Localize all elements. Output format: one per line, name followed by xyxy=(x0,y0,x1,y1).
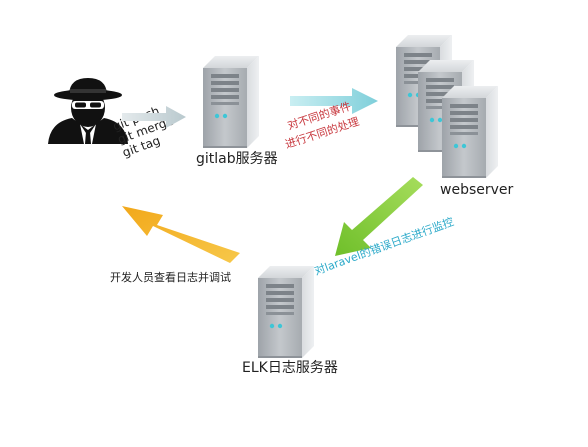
gitlab-server-label: gitlab服务器 xyxy=(196,151,278,167)
debug-note: 开发人员查看日志并调试 xyxy=(110,270,231,284)
elk-server-icon xyxy=(258,266,314,358)
arrow-elk-to-developer xyxy=(122,206,240,263)
arrow-gitlab-to-webserver xyxy=(290,88,378,114)
arrow-developer-to-gitlab xyxy=(122,106,186,128)
webserver-cluster-icon xyxy=(396,35,498,178)
elk-server-label: ELK日志服务器 xyxy=(242,360,338,376)
arrow-webserver-to-elk xyxy=(335,177,423,256)
webserver-label: webserver xyxy=(440,182,514,198)
monitor-note: 对laravel的错误日志进行监控 xyxy=(312,214,455,278)
hacker-spy-icon xyxy=(48,78,128,144)
gitlab-server-icon xyxy=(203,56,259,148)
